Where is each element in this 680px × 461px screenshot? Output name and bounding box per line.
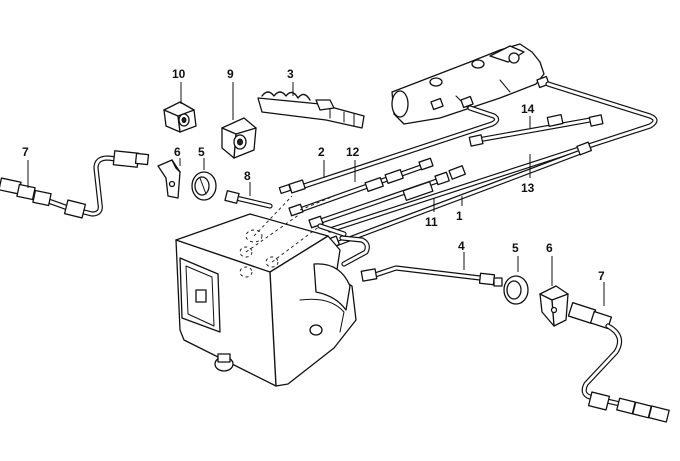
- callout-label: 14: [521, 102, 535, 116]
- brake-hose-7-left: [0, 150, 150, 219]
- callout-4: 4: [458, 239, 465, 270]
- callout-10: 10: [172, 67, 186, 104]
- callout-label: 12: [346, 145, 360, 159]
- callout-11: 11: [425, 198, 438, 229]
- callout-label: 9: [227, 67, 234, 81]
- grommet-5-right: [503, 275, 529, 305]
- callout-13: 13: [521, 154, 535, 195]
- callout-5-left: 5: [198, 145, 205, 170]
- callout-label: 8: [244, 169, 251, 183]
- callout-label: 5: [512, 241, 519, 255]
- brake-line-4: [360, 265, 503, 287]
- callout-8: 8: [244, 169, 251, 196]
- callout-5-right: 5: [512, 241, 519, 272]
- brake-line-8: [224, 190, 273, 209]
- callout-label: 13: [521, 181, 535, 195]
- callout-14: 14: [521, 102, 535, 128]
- clip-9: [221, 117, 257, 159]
- brake-line-1: [327, 81, 658, 233]
- line-holder-3: [257, 91, 365, 129]
- callout-label: 5: [198, 145, 205, 159]
- brake-hose-7-right: [567, 301, 670, 423]
- callout-12: 12: [346, 145, 360, 182]
- brake-line-11: [308, 171, 450, 229]
- brake-line-13: [324, 141, 593, 250]
- grommet-5-left: [191, 171, 217, 201]
- abs-hydraulic-unit: [175, 195, 357, 387]
- callout-6-left: 6: [174, 145, 181, 166]
- callout-label: 1: [456, 209, 463, 223]
- bracket-6-right: [539, 285, 569, 327]
- brake-line-12: [288, 157, 434, 217]
- callout-6-right: 6: [546, 241, 553, 286]
- callout-label: 6: [546, 241, 553, 255]
- callout-label: 4: [458, 239, 465, 253]
- callout-label: 10: [172, 67, 186, 81]
- callout-7-right: 7: [598, 269, 605, 306]
- callout-7-left: 7: [22, 145, 29, 188]
- callout-1: 1: [456, 196, 463, 223]
- callout-2: 2: [318, 145, 325, 178]
- brake-line-14: [468, 113, 604, 147]
- callout-3: 3: [287, 67, 294, 96]
- callout-label: 6: [174, 145, 181, 159]
- brake-line-from-abs: [317, 223, 370, 267]
- callout-9: 9: [227, 67, 234, 120]
- master-cylinder: [391, 43, 550, 125]
- callout-label: 2: [318, 145, 325, 159]
- callout-label: 7: [22, 145, 29, 159]
- clip-10: [163, 101, 197, 133]
- callout-label: 7: [598, 269, 605, 283]
- callout-label: 11: [425, 215, 438, 229]
- brake-line-2: [278, 105, 500, 195]
- callout-label: 3: [287, 67, 294, 81]
- bracket-6-left: [157, 159, 181, 199]
